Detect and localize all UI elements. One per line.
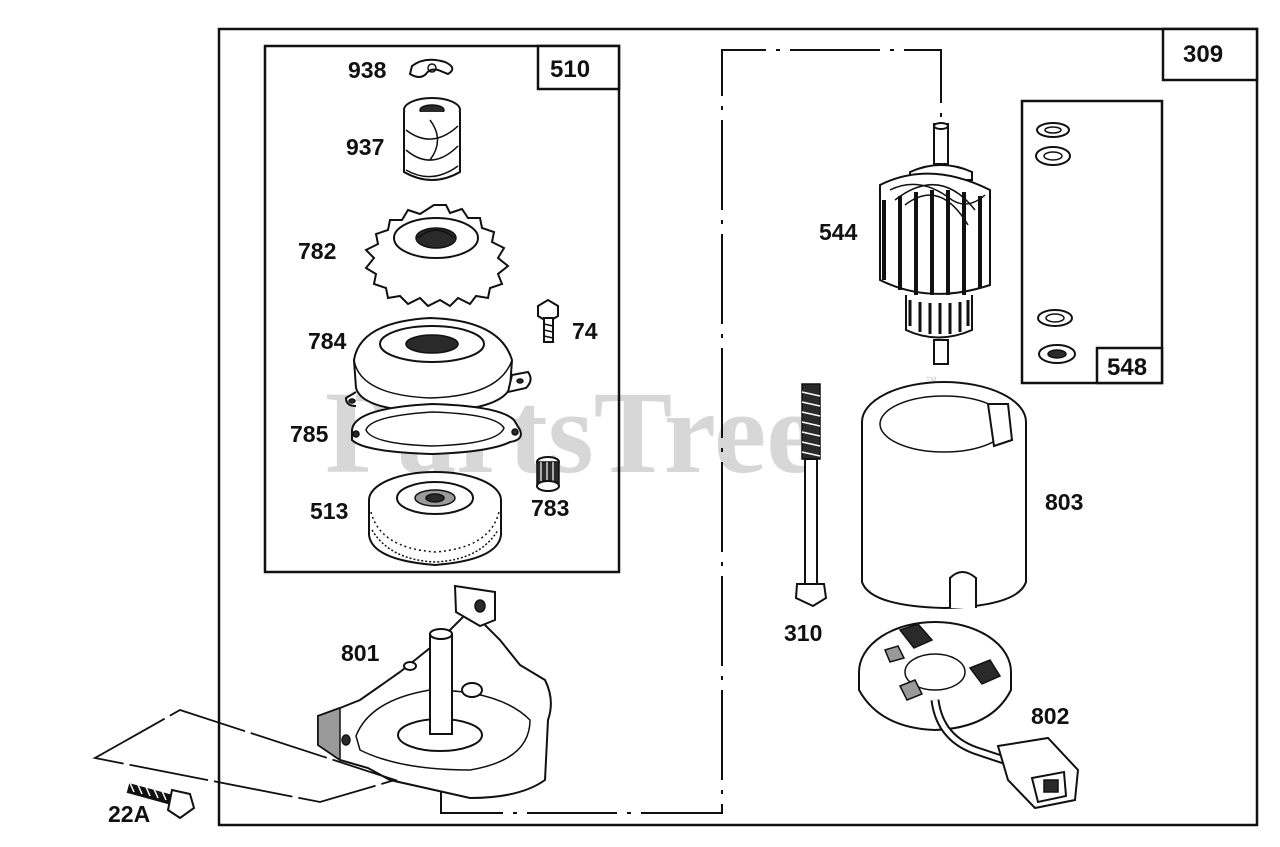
- label-22a: 22A: [108, 801, 150, 827]
- frame-housing-803: [861, 381, 1027, 610]
- brush-plate-802: [858, 621, 1080, 810]
- label-938: 938: [348, 57, 387, 83]
- label-802: 802: [1031, 703, 1069, 729]
- screw-74: [537, 298, 559, 343]
- pinion-783: [536, 456, 560, 492]
- label-782: 782: [298, 238, 336, 264]
- drive-housing-801: [317, 584, 552, 800]
- gasket-785: [351, 402, 522, 456]
- label-74: 74: [572, 318, 598, 344]
- label-544: 544: [819, 219, 858, 245]
- label-785: 785: [290, 421, 329, 447]
- box-309: [1161, 27, 1259, 82]
- bolt-22a: [92, 709, 399, 820]
- housing-784: [344, 316, 532, 414]
- box-510: [536, 44, 621, 91]
- box-510-label: 510: [550, 56, 590, 83]
- box-548-label: 548: [1107, 354, 1147, 381]
- spring-937: [403, 97, 461, 181]
- through-bolt-310: [794, 383, 828, 608]
- assembly-line: [440, 49, 942, 814]
- armature-544: [879, 122, 991, 365]
- label-310: 310: [784, 620, 822, 646]
- gear-kit-frame: [263, 44, 621, 574]
- washers-548: [1035, 122, 1076, 364]
- box-548: [1095, 346, 1164, 385]
- washer-kit-frame: [1020, 99, 1164, 385]
- label-803: 803: [1045, 489, 1083, 515]
- label-513: 513: [310, 498, 348, 524]
- gear-782: [364, 204, 510, 308]
- label-783: 783: [531, 495, 569, 521]
- label-937: 937: [346, 134, 384, 160]
- label-784: 784: [308, 328, 347, 354]
- box-309-label: 309: [1183, 41, 1223, 68]
- label-801: 801: [341, 640, 380, 666]
- main-frame: [217, 27, 1259, 827]
- retaining-ring-938: [408, 58, 454, 78]
- ring-gear-513: [368, 471, 502, 567]
